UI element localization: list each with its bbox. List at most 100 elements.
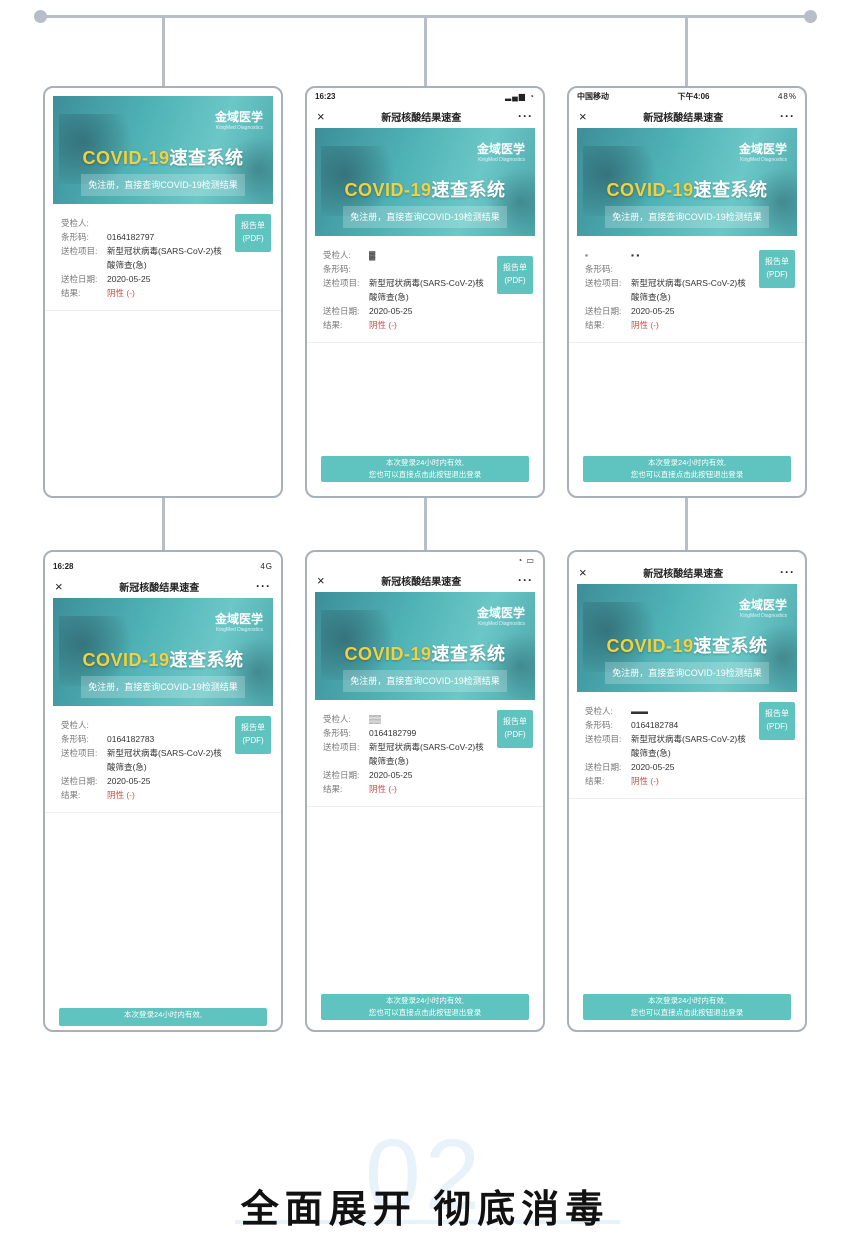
value-name-redacted: ▪ ▪ [631, 250, 640, 260]
connector-dot-right [804, 10, 817, 23]
result-info: 受检人: 条形码:0164182783 送检项目:新型冠状病毒(SARS-CoV… [45, 706, 281, 813]
close-icon[interactable]: × [55, 578, 63, 594]
label-name: 受检人: [323, 714, 351, 724]
value-date: 2020-05-25 [631, 306, 675, 316]
label-barcode: 条形码: [585, 720, 613, 730]
value-result: 阴性 (-) [107, 288, 135, 298]
close-icon[interactable]: × [317, 572, 325, 588]
connector-line-horizontal [40, 15, 810, 18]
more-icon[interactable]: ··· [518, 573, 533, 587]
signal-icon: ▂▄▆ ◔ [504, 91, 535, 101]
close-icon[interactable]: × [579, 108, 587, 124]
label-date: 送检日期: [61, 274, 98, 284]
label-result: 结果: [585, 776, 605, 786]
pdf-report-button[interactable]: 报告单(PDF) [235, 716, 271, 754]
medical-staff-image [223, 638, 273, 706]
pdf-report-button[interactable]: 报告单(PDF) [759, 702, 795, 740]
banner-title: COVID-19速查系统 [82, 650, 244, 670]
nav-title: 新冠核酸结果速查 [381, 576, 462, 588]
close-icon[interactable]: × [579, 564, 587, 580]
label-barcode: 条形码: [61, 232, 89, 242]
pdf-report-button[interactable]: 报告单(PDF) [497, 710, 533, 748]
nav-title: 新冠核酸结果速查 [119, 582, 200, 594]
label-name: 受检人: [585, 706, 613, 716]
logout-button[interactable]: 本次登录24小时内有效,您也可以直接点击此按钮退出登录 [583, 456, 791, 482]
wifi-icon: ◔ ▭ [517, 555, 535, 565]
value-result: 阴性 (-) [631, 320, 659, 330]
logout-button[interactable]: 本次登录24小时内有效,您也可以直接点击此按钮退出登录 [583, 994, 791, 1020]
result-info: 受检人: 条形码:0164182797 送检项目:新型冠状病毒(SARS-CoV… [45, 204, 281, 311]
banner-title: COVID-19速查系统 [344, 180, 506, 200]
medical-staff-image [59, 616, 139, 686]
medical-staff-image [223, 136, 273, 204]
label-result: 结果: [585, 320, 605, 330]
banner-subtitle: 免注册，直接查询COVID-19检测结果 [605, 206, 769, 228]
label-item: 送检项目: [585, 278, 622, 288]
more-icon[interactable]: ··· [518, 109, 533, 123]
connector-line [685, 496, 688, 550]
banner-subtitle: 免注册，直接查询COVID-19检测结果 [343, 206, 507, 228]
medical-staff-image [485, 168, 535, 236]
label-barcode: 条形码: [323, 264, 351, 274]
logout-button[interactable]: 本次登录24小时内有效,您也可以直接点击此按钮退出登录 [321, 994, 529, 1020]
more-icon[interactable]: ··· [256, 579, 271, 593]
banner-subtitle: 免注册，直接查询COVID-19检测结果 [81, 174, 245, 196]
label-name: 受检人: [323, 250, 351, 260]
label-item: 送检项目: [323, 278, 360, 288]
medical-staff-image [321, 610, 401, 680]
banner-subtitle: 免注册，直接查询COVID-19检测结果 [605, 662, 769, 684]
value-name-redacted [107, 718, 109, 732]
status-bar: ◔ ▭ [307, 552, 543, 568]
connector-dot-left [34, 10, 47, 23]
result-info: 受检人:▒▒ 条形码:0164182799 送检项目:新型冠状病毒(SARS-C… [307, 700, 543, 807]
pdf-report-button[interactable]: 报告单(PDF) [759, 250, 795, 288]
value-date: 2020-05-25 [107, 274, 151, 284]
label-date: 送检日期: [585, 762, 622, 772]
connector-line [685, 18, 688, 86]
result-info: ▪▪ ▪ 条形码: 送检项目:新型冠状病毒(SARS-CoV-2)核酸筛查(急)… [569, 236, 805, 343]
medical-staff-image [747, 624, 797, 692]
nav-bar: × 新冠核酸结果速查 ··· [569, 104, 805, 128]
banner-title: COVID-19速查系统 [82, 148, 244, 168]
label-item: 送检项目: [323, 742, 360, 752]
pdf-report-button[interactable]: 报告单(PDF) [497, 256, 533, 294]
pdf-report-button[interactable]: 报告单(PDF) [235, 214, 271, 252]
value-date: 2020-05-25 [107, 776, 151, 786]
label-item: 送检项目: [585, 734, 622, 744]
value-result: 阴性 (-) [369, 320, 397, 330]
logout-button[interactable]: 本次登录24小时内有效, [59, 1008, 267, 1026]
label-result: 结果: [323, 320, 343, 330]
medical-staff-image [59, 114, 139, 184]
value-result: 阴性 (-) [369, 784, 397, 794]
nav-title: 新冠核酸结果速查 [643, 112, 724, 124]
value-barcode: 0164182783 [107, 734, 155, 744]
value-item: 新型冠状病毒(SARS-CoV-2)核酸筛查(急) [631, 278, 746, 302]
value-name-redacted: ▬▬ [631, 706, 648, 716]
logout-button[interactable]: 本次登录24小时内有效,您也可以直接点击此按钮退出登录 [321, 456, 529, 482]
close-icon[interactable]: × [317, 108, 325, 124]
banner-title: COVID-19速查系统 [606, 180, 768, 200]
more-icon[interactable]: ··· [780, 109, 795, 123]
status-carrier: 中国移动 [577, 91, 609, 101]
result-info: 受检人:▬▬ 条形码:0164182784 送检项目:新型冠状病毒(SARS-C… [569, 692, 805, 799]
banner-title: COVID-19速查系统 [344, 644, 506, 664]
value-barcode: 0164182799 [369, 728, 417, 738]
label-date: 送检日期: [61, 776, 98, 786]
more-icon[interactable]: ··· [780, 565, 795, 579]
medical-staff-image [485, 632, 535, 700]
connector-line [162, 18, 165, 86]
